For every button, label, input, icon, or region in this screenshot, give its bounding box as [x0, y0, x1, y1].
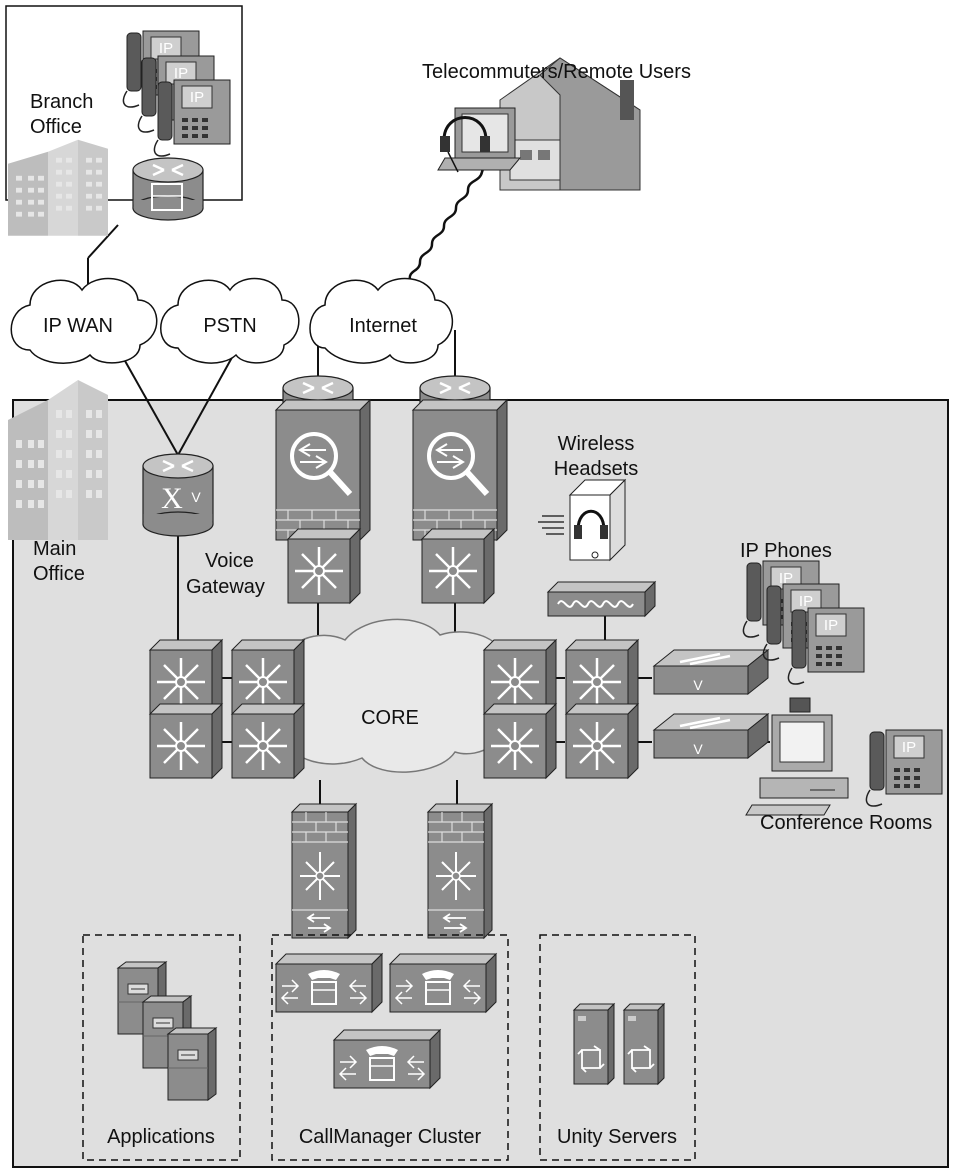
ip-wan-label: IP WAN — [43, 315, 113, 337]
firewall-icon — [413, 400, 507, 540]
ip-phones-label: IP Phones — [740, 540, 832, 562]
telecommuters-label: Telecommuters/Remote Users — [422, 61, 691, 83]
telecommuter-coil — [395, 155, 498, 301]
server-farm-firewall-icon — [427, 803, 493, 939]
applications-label: Applications — [107, 1126, 215, 1148]
access-switch-icon — [652, 648, 770, 696]
branch-router-voice-icon — [151, 183, 183, 211]
telecommuter-house-icon — [499, 57, 641, 191]
voice-gateway-v-label: V — [191, 489, 201, 505]
multilayer-switch-icon — [564, 638, 640, 716]
applications-group — [82, 934, 241, 1161]
wireless-headsets-label: Headsets — [554, 458, 639, 480]
multilayer-switch-icon — [230, 702, 306, 780]
multilayer-switch-icon — [482, 702, 558, 780]
access-switch-v-label: V — [693, 741, 703, 757]
callmanager-cluster-group — [271, 934, 509, 1161]
main-office-label: Main — [33, 538, 76, 560]
callmanager-cluster-label: CallManager Cluster — [299, 1126, 482, 1148]
unity-server-icon — [573, 1003, 615, 1085]
wireless-access-point-icon — [546, 580, 657, 618]
callmanager-server-icon — [389, 953, 497, 1013]
core-label: CORE — [361, 707, 419, 729]
branch-office-label: Office — [30, 116, 82, 138]
branch-office-label: Branch — [30, 91, 93, 113]
conference-workstation-icon — [745, 697, 849, 816]
unity-servers-group — [539, 934, 696, 1161]
voice-gateway-label: Gateway — [186, 576, 265, 598]
internet-cloud-icon — [309, 277, 454, 364]
firewall-icon — [276, 400, 370, 540]
multilayer-switch-icon — [482, 638, 558, 716]
voice-gateway-icon: X V — [142, 453, 214, 537]
pstn-label: PSTN — [203, 315, 256, 337]
wireless-headset-icon — [538, 478, 627, 562]
ip-wan-cloud-icon — [10, 277, 158, 364]
server-farm-firewall-icon — [291, 803, 357, 939]
unity-server-icon — [623, 1003, 665, 1085]
multilayer-switch-icon — [148, 702, 224, 780]
callmanager-server-icon — [333, 1029, 441, 1089]
wireless-headsets-label: Wireless — [558, 433, 635, 455]
unity-servers-label: Unity Servers — [557, 1126, 677, 1148]
voice-gateway-label: Voice — [205, 550, 254, 572]
multilayer-switch-icon — [420, 527, 496, 605]
callmanager-server-icon — [275, 953, 383, 1013]
laptop-headset-icon — [437, 107, 522, 173]
voice-gateway-x-label: X — [161, 482, 183, 515]
multilayer-switch-icon — [230, 638, 306, 716]
conference-rooms-label: Conference Rooms — [760, 812, 932, 834]
access-switch-icon — [652, 712, 770, 760]
access-switch-v-label: V — [693, 677, 703, 693]
multilayer-switch-icon — [286, 527, 362, 605]
multilayer-switch-icon — [564, 702, 640, 780]
pstn-cloud-icon — [160, 277, 300, 364]
application-server-icon — [167, 1027, 217, 1101]
internet-label: Internet — [349, 315, 417, 337]
main-office-label: Office — [33, 563, 85, 585]
multilayer-switch-icon — [148, 638, 224, 716]
